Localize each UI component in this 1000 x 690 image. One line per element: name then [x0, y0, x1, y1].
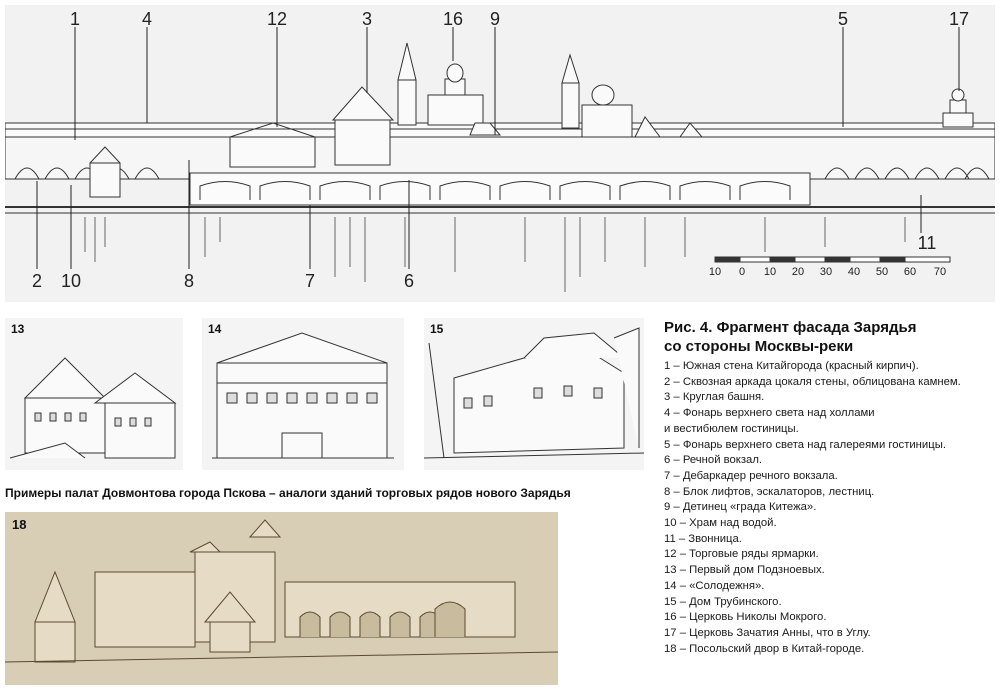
legend-item: и вестибюлем гостиницы. — [664, 422, 799, 435]
central-church — [581, 104, 633, 138]
legend-item: 2 – Сквозная аркада цокаля стены, облицо… — [664, 375, 961, 388]
temple-over-water — [89, 162, 121, 198]
legend-item: 1 – Южная стена Китайгорода (красный кир… — [664, 360, 919, 372]
legend-item: 15 – Дом Трубинского. — [664, 595, 782, 608]
legend-item: 14 – «Солодежня». — [664, 579, 765, 592]
legend-item: 8 – Блок лифтов, эскалаторов, лестниц. — [664, 485, 875, 498]
solodezhnya-drawing — [212, 332, 394, 459]
legend-item: 3 – Круглая башня. — [664, 391, 765, 404]
illustration-18: 18 — [5, 512, 558, 685]
callout-12: 12 — [267, 9, 287, 29]
legend-item: 16 – Церковь Николы Мокрого. — [664, 611, 827, 624]
legend-item: 6 – Речной вокзал. — [664, 454, 763, 467]
callout-16: 16 — [443, 9, 463, 29]
callout-6: 6 — [404, 271, 414, 291]
legend-item: 11 – Звонница. — [664, 532, 742, 545]
figure-title-line2: со стороны Москвы-реки — [664, 338, 854, 355]
house-podznoev-drawing — [9, 357, 177, 459]
scale-tick-label: 20 — [792, 266, 804, 278]
thumb-13-label: 13 — [11, 322, 25, 336]
callout-1: 1 — [70, 9, 80, 29]
legend-list: 1 – Южная стена Китайгорода (красный кир… — [664, 359, 1000, 657]
callout-10: 10 — [61, 271, 81, 291]
church-nikola-mokry — [427, 94, 484, 126]
legend-item: 17 – Церковь Зачатия Анны, что в Углу. — [664, 626, 871, 639]
legend-item: 4 – Фонарь верхнего света над холлами — [664, 407, 875, 420]
callout-8: 8 — [184, 271, 194, 291]
illustration-13: 13 — [5, 318, 183, 470]
examples-caption: Примеры палат Довмонтова города Пскова –… — [5, 486, 571, 500]
illustration-15: 15 — [424, 318, 644, 470]
legend-item: 13 – Первый дом Подзноевых. — [664, 564, 825, 577]
legend-item: 9 – Детинец «града Китежа». — [664, 501, 817, 514]
callout-4: 4 — [142, 9, 152, 29]
wall-arcade — [14, 167, 990, 180]
scale-tick-label: 60 — [904, 266, 916, 278]
scale-bar — [714, 256, 951, 263]
trading-rows — [229, 136, 316, 168]
scale-tick-label: 50 — [876, 266, 888, 278]
scale-tick-label: 10 — [764, 266, 776, 278]
callout-11: 11 — [918, 233, 937, 253]
scale-tick-label: 30 — [820, 266, 832, 278]
scale-tick-label: 70 — [934, 266, 946, 278]
bell-tower — [397, 79, 417, 126]
figure-legend: Рис. 4. Фрагмент фасада Зарядья со сторо… — [664, 318, 1000, 657]
thumb-18-label: 18 — [12, 517, 27, 532]
facade-drawing: 1 4 12 3 16 9 5 17 2 10 8 7 6 11 10 0 10… — [5, 5, 995, 302]
legend-item: 18 – Посольский двор в Китай-городе. — [664, 642, 865, 655]
callout-17: 17 — [949, 9, 969, 29]
posolsky-dvor-drawing — [5, 519, 558, 663]
callout-3: 3 — [362, 9, 372, 29]
scale-tick-label: 10 — [709, 266, 721, 278]
church-anna — [942, 112, 974, 128]
callout-5: 5 — [838, 9, 848, 29]
thumb-15-label: 15 — [430, 322, 444, 336]
legend-item: 7 – Дебаркадер речного вокзала. — [664, 469, 838, 482]
callout-9: 9 — [490, 9, 500, 29]
thumb-14-label: 14 — [208, 322, 222, 336]
figure-title-line1: Рис. 4. Фрагмент фасада Зарядья — [664, 319, 917, 336]
facade-svg: 1 4 12 3 16 9 5 17 2 10 8 7 6 11 10 0 10… — [5, 9, 995, 292]
legend-item: 10 – Храм над водой. — [664, 517, 777, 530]
scale-tick-label: 0 — [739, 266, 745, 278]
round-tower — [334, 119, 391, 166]
legend-item: 12 – Торговые ряды ярмарки. — [664, 548, 819, 561]
callout-7: 7 — [305, 271, 315, 291]
callout-2: 2 — [32, 271, 42, 291]
illustration-14: 14 — [202, 318, 404, 470]
water-reflections — [84, 217, 906, 292]
figure-title: Рис. 4. Фрагмент фасада Зарядья со сторо… — [664, 318, 1000, 356]
station-arches — [199, 181, 791, 200]
house-trubinsky-drawing — [424, 327, 644, 459]
legend-item: 5 – Фонарь верхнего света над галереями … — [664, 438, 946, 451]
scale-tick-label: 40 — [848, 266, 860, 278]
